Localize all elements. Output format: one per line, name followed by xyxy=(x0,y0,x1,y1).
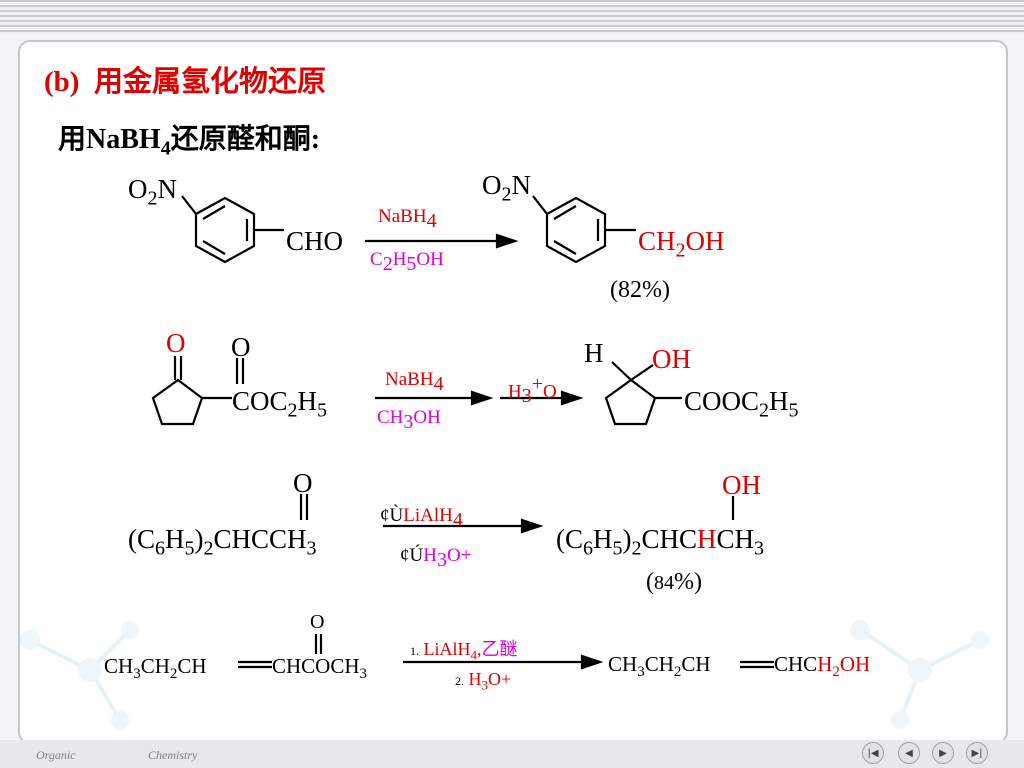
solvent-methanol: CH3OH xyxy=(377,407,441,433)
benzene-ring-product xyxy=(545,196,607,264)
solvent-ethanol: C2H5OH xyxy=(370,249,444,275)
yield-label-3: (84%) xyxy=(646,569,702,595)
nav-first-button[interactable]: |◀ xyxy=(862,742,884,764)
product-ester-group: COOC2H5 xyxy=(684,386,799,422)
cyclopentane-ring-product xyxy=(604,378,657,426)
product-hydrogen: H xyxy=(584,338,604,368)
reactant-nitro-group: O2N xyxy=(128,174,177,210)
product-hydroxyl: OH xyxy=(652,344,691,374)
subheading: 用NaBH4还原醛和酮: xyxy=(58,124,321,160)
reagent-hydronium: H3+O xyxy=(508,373,557,408)
product-nitro-group: O2N xyxy=(482,170,531,206)
step1-reagent-4: 1. LiAlH4,乙醚 xyxy=(410,639,518,663)
nav-last-button[interactable]: ▶| xyxy=(966,742,988,764)
product-hydroxyl-3: OH xyxy=(722,470,761,500)
reactant-unsaturated-ester-right: CHCOCH3 xyxy=(272,654,368,683)
step2-reagent-3: ¢ÚH3O+ xyxy=(400,545,472,571)
reactant-diphenyl-ketone: (C6H5)2CHCCH3 xyxy=(128,524,317,560)
reactant-unsaturated-ester-left: CH3CH2CH xyxy=(104,654,207,683)
product-allylic-alcohol-left: CH3CH2CH xyxy=(608,652,711,681)
footer-organic: Organic xyxy=(36,748,76,762)
step2-reagent-4: 2. H3O+ xyxy=(455,669,512,693)
section-label: (b) xyxy=(44,66,80,98)
reagent-nabh4-2: NaBH4 xyxy=(385,369,444,395)
nav-next-button[interactable]: ▶ xyxy=(932,742,954,764)
ring-ketone-oxygen: O xyxy=(166,328,186,358)
reactant-aldehyde-group: CHO xyxy=(286,226,344,256)
product-alcohol-group: CH2OH xyxy=(638,226,725,262)
reagent-nabh4: NaBH4 xyxy=(378,206,437,232)
ketone-oxygen-4: O xyxy=(310,611,325,633)
section-heading: (b) 用金属氢化物还原 xyxy=(44,68,326,97)
ester-carbonyl-oxygen: O xyxy=(231,332,251,362)
reactant-ester-group: COC2H5 xyxy=(232,386,328,422)
benzene-ring-reactant xyxy=(194,196,256,264)
footer-chemistry: Chemistry xyxy=(148,748,198,762)
yield-label-1: (82%) xyxy=(610,277,670,303)
header-stripes xyxy=(0,0,1024,34)
product-diphenyl-alcohol: (C6H5)2CHCHCH3 xyxy=(556,524,765,560)
cyclopentane-ring-reactant xyxy=(151,378,204,426)
ketone-oxygen-3: O xyxy=(293,468,313,498)
slide-panel xyxy=(18,40,1008,744)
nav-previous-button[interactable]: ◀ xyxy=(898,742,920,764)
footer-bar xyxy=(0,740,1024,768)
product-allylic-alcohol-right: CHCH2OH xyxy=(774,652,871,681)
step1-reagent-3: ¢ÙLiAlH4 xyxy=(380,505,463,531)
section-title: 用金属氢化物还原 xyxy=(93,66,326,98)
